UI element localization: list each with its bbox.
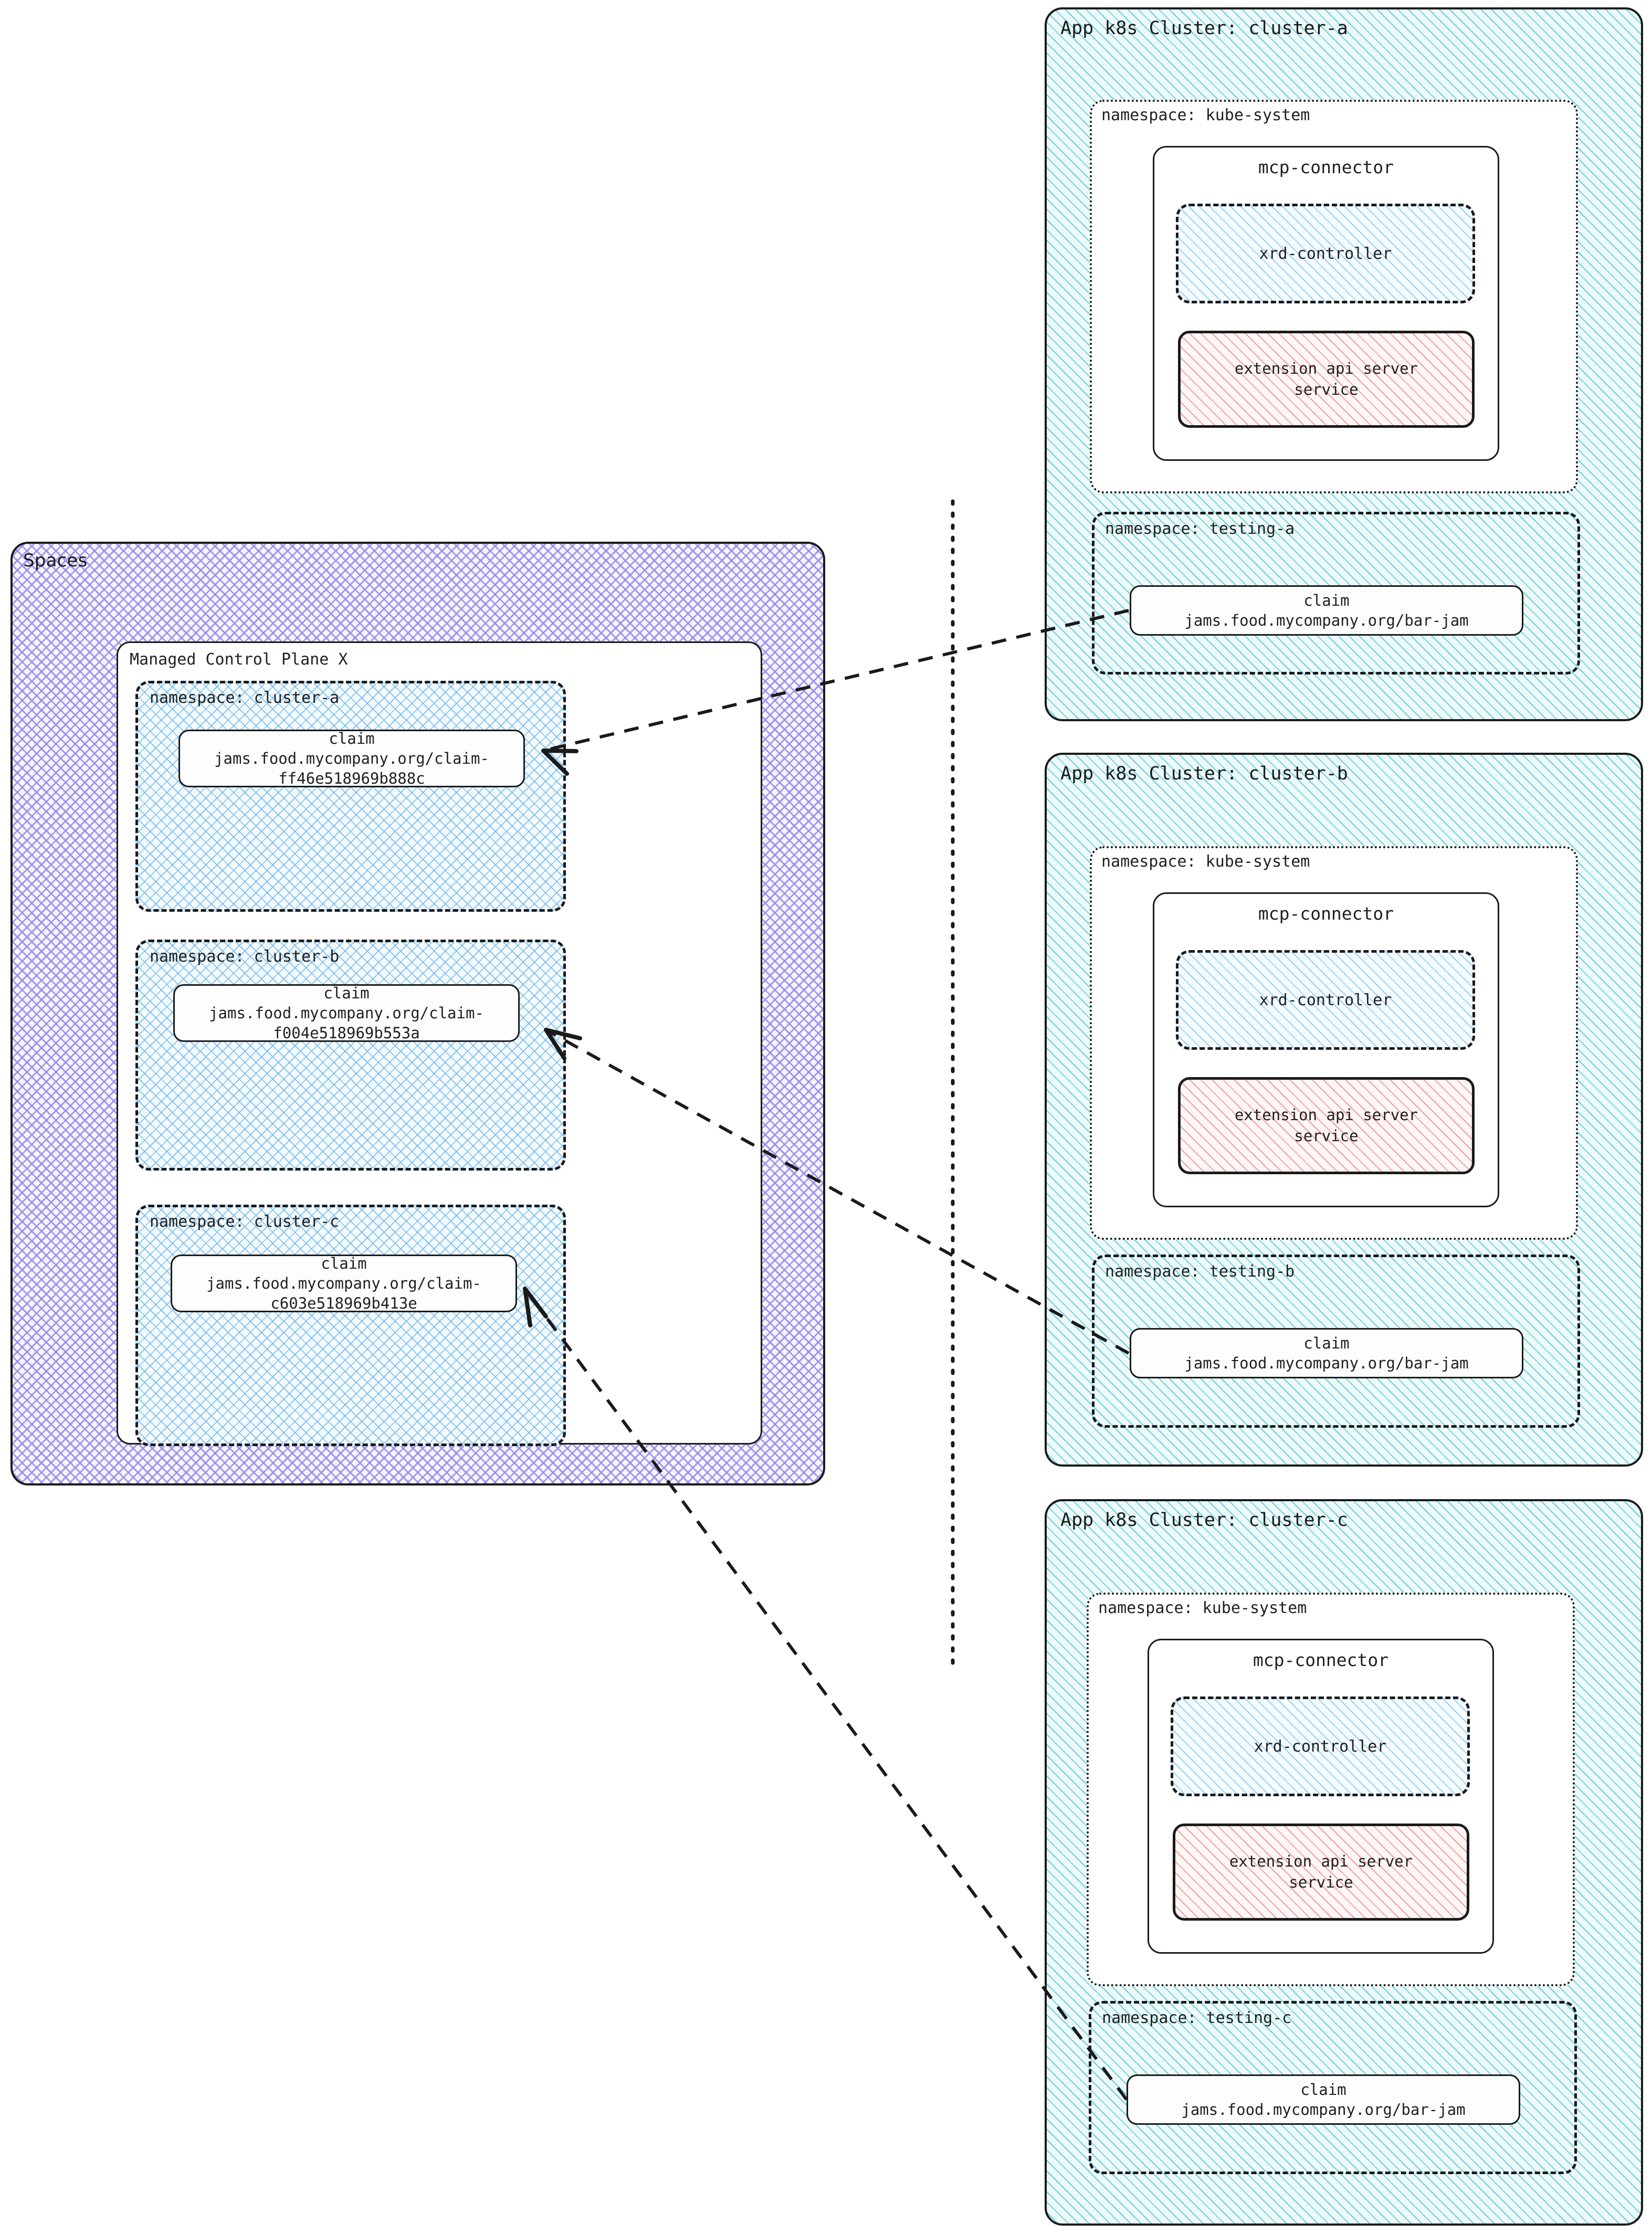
claim-kind: claim <box>329 729 375 747</box>
namespace-testing-b-label: namespace: testing-b <box>1105 1262 1295 1281</box>
namespace-kube-system-a-label: namespace: kube-system <box>1101 106 1310 124</box>
claim-name: jams.food.mycompany.org/bar-jam <box>1184 1354 1469 1372</box>
app-cluster-b-title: App k8s Cluster: cluster-b <box>1060 763 1348 784</box>
claim-kind: claim <box>1303 591 1350 609</box>
xrd-controller-a-label: xrd-controller <box>1259 244 1392 263</box>
mcp-connector-c-label: mcp-connector <box>1253 1650 1389 1670</box>
xrd-controller-c[interactable]: xrd-controller <box>1171 1696 1470 1796</box>
app-cluster-c-title: App k8s Cluster: cluster-c <box>1060 1510 1348 1531</box>
xrd-controller-c-label: xrd-controller <box>1254 1737 1387 1756</box>
claim-name: jams.food.mycompany.org/claim-c603e51896… <box>206 1274 481 1313</box>
namespace-cluster-a[interactable]: namespace: cluster-a <box>135 681 566 912</box>
namespace-cluster-c[interactable]: namespace: cluster-c <box>135 1205 566 1446</box>
namespace-cluster-b[interactable]: namespace: cluster-b <box>135 940 566 1171</box>
namespace-testing-c-label: namespace: testing-c <box>1102 2009 1292 2027</box>
xrd-controller-a[interactable]: xrd-controller <box>1176 204 1475 303</box>
claim-name: jams.food.mycompany.org/claim-ff46e51896… <box>214 749 489 788</box>
claim-box-testing-b[interactable]: claim jams.food.mycompany.org/bar-jam <box>1130 1328 1523 1378</box>
claim-box-cluster-b[interactable]: claim jams.food.mycompany.org/claim-f004… <box>173 984 520 1042</box>
namespace-cluster-a-label: namespace: cluster-a <box>150 689 340 707</box>
namespace-cluster-b-label: namespace: cluster-b <box>150 947 340 966</box>
claim-box-cluster-c[interactable]: claim jams.food.mycompany.org/claim-c603… <box>171 1255 517 1312</box>
claim-kind: claim <box>1303 1334 1350 1352</box>
claim-box-cluster-a[interactable]: claim jams.food.mycompany.org/claim-ff46… <box>178 730 525 787</box>
namespace-kube-system-b-label: namespace: kube-system <box>1101 852 1310 871</box>
claim-kind: claim <box>323 984 370 1002</box>
claim-box-testing-a[interactable]: claim jams.food.mycompany.org/bar-jam <box>1130 585 1523 636</box>
namespace-testing-a[interactable]: namespace: testing-a <box>1092 512 1580 675</box>
namespace-cluster-c-label: namespace: cluster-c <box>150 1213 340 1231</box>
xrd-controller-b[interactable]: xrd-controller <box>1176 950 1475 1050</box>
xrd-controller-b-label: xrd-controller <box>1259 990 1392 1009</box>
mcp-connector-a-label: mcp-connector <box>1258 157 1394 177</box>
managed-control-plane-label: Managed Control Plane X <box>130 650 348 669</box>
spaces-label: Spaces <box>23 550 88 571</box>
namespace-kube-system-c-label: namespace: kube-system <box>1098 1599 1307 1617</box>
claim-kind: claim <box>1300 2080 1346 2099</box>
claim-name: jams.food.mycompany.org/bar-jam <box>1181 2101 1466 2119</box>
claim-name: jams.food.mycompany.org/bar-jam <box>1184 612 1469 629</box>
claim-name: jams.food.mycompany.org/claim-f004e51896… <box>209 1004 484 1042</box>
claim-box-testing-c[interactable]: claim jams.food.mycompany.org/bar-jam <box>1127 2074 1520 2125</box>
mcp-connector-b-label: mcp-connector <box>1258 903 1394 924</box>
app-cluster-a-title: App k8s Cluster: cluster-a <box>1060 18 1348 39</box>
namespace-testing-a-label: namespace: testing-a <box>1105 520 1295 538</box>
claim-kind: claim <box>321 1254 367 1272</box>
